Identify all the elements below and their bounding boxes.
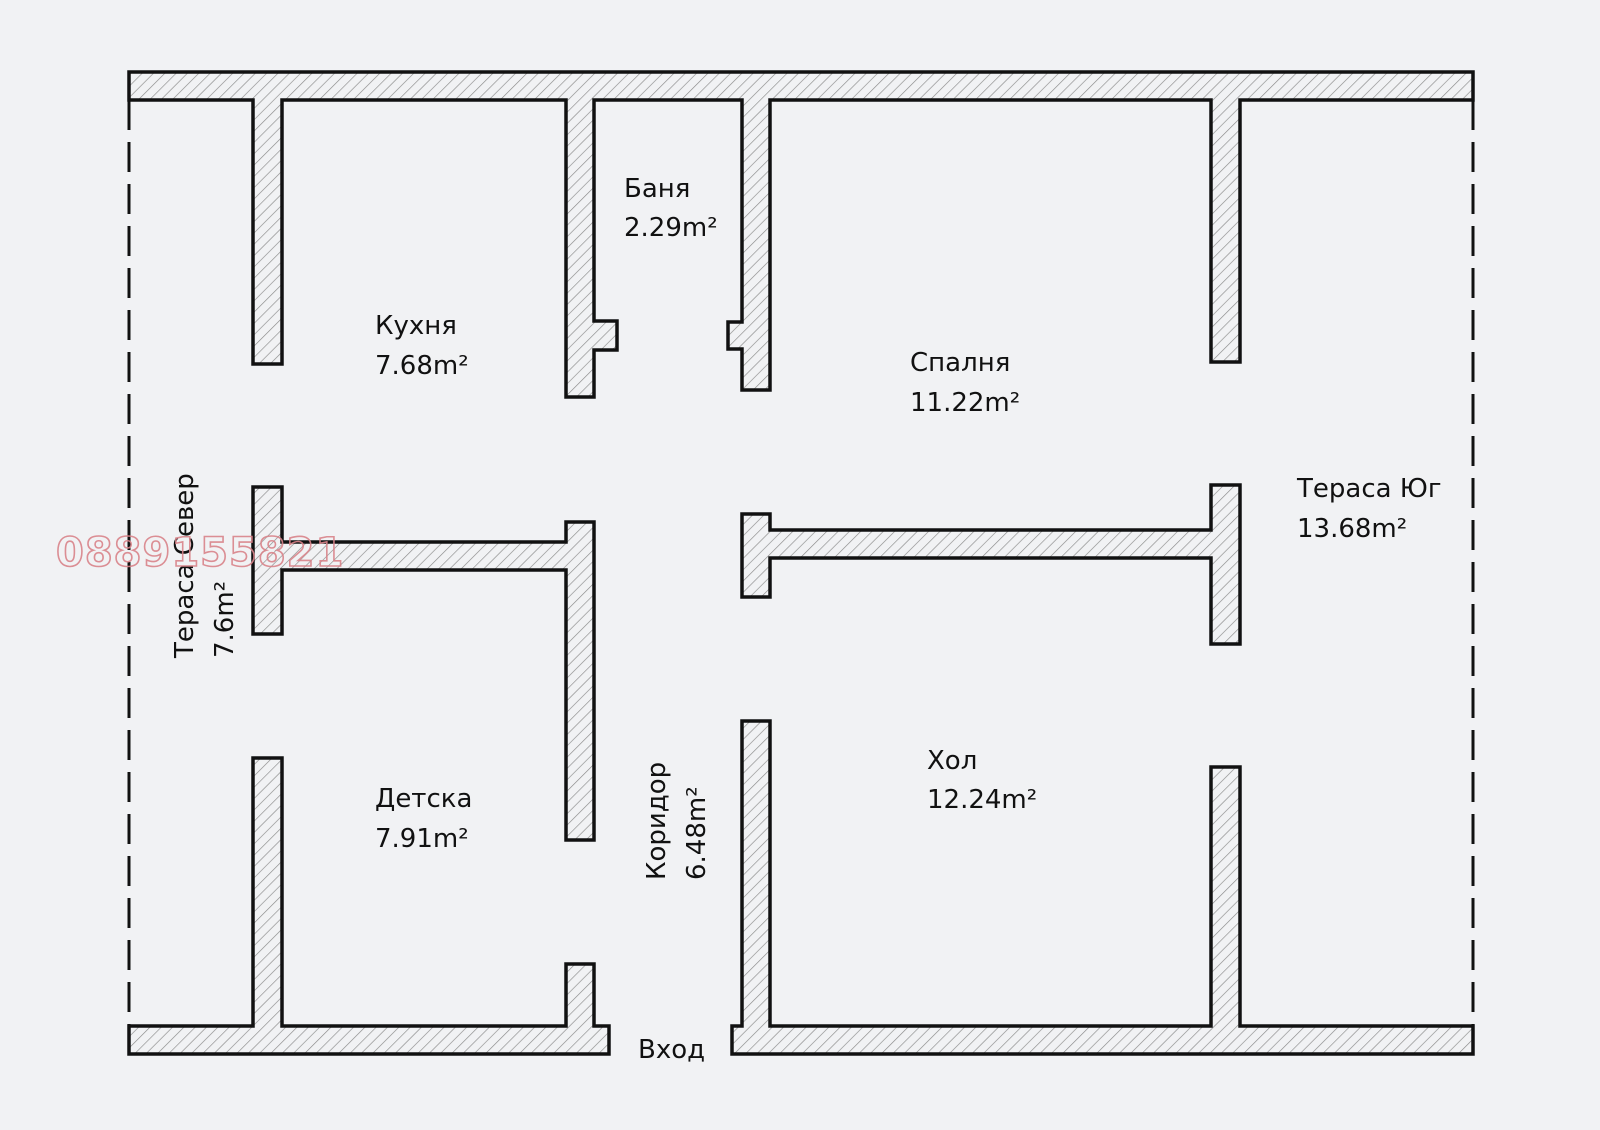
bottom-right-wall [730, 719, 1475, 1056]
room-terasa-sever: Тераса Север 7.6m² [170, 473, 240, 659]
room-name-hol: Хол [927, 746, 977, 776]
room-area-terasa-sever: 7.6m² [210, 581, 240, 658]
room-area-spalnya: 11.22m² [910, 388, 1020, 418]
room-kuhnya: Кухня 7.68m² [375, 311, 469, 381]
room-area-terasa-yug: 13.68m² [1297, 514, 1407, 544]
room-area-detska: 7.91m² [375, 824, 469, 854]
room-detska: Детска 7.91m² [375, 784, 472, 854]
room-koridor: Коридор 6.48m² [642, 762, 712, 880]
room-name-terasa-sever: Тераса Север [170, 473, 200, 659]
watermark-phone: 0889155821 [56, 530, 344, 576]
room-banya: Баня 2.29m² [624, 174, 718, 243]
room-area-banya: 2.29m² [624, 213, 718, 243]
top-wall [127, 70, 1475, 399]
left-interior-wall [251, 485, 596, 842]
bottom-left-wall [127, 756, 611, 1056]
room-area-hol: 12.24m² [927, 785, 1037, 815]
entrance-label: Вход [638, 1035, 705, 1065]
right-interior-wall [740, 483, 1242, 646]
room-area-koridor: 6.48m² [682, 786, 712, 880]
room-name-kuhnya: Кухня [375, 311, 457, 341]
room-name-terasa-yug: Тераса Юг [1296, 474, 1442, 504]
room-name-banya: Баня [624, 174, 690, 204]
room-area-kuhnya: 7.68m² [375, 351, 469, 381]
walls [127, 70, 1475, 1056]
room-terasa-yug: Тераса Юг 13.68m² [1296, 474, 1442, 544]
room-spalnya: Спалня 11.22m² [910, 348, 1020, 418]
room-name-spalnya: Спалня [910, 348, 1010, 378]
room-name-koridor: Коридор [642, 762, 672, 880]
room-hol: Хол 12.24m² [927, 746, 1037, 815]
room-name-detska: Детска [375, 784, 472, 814]
